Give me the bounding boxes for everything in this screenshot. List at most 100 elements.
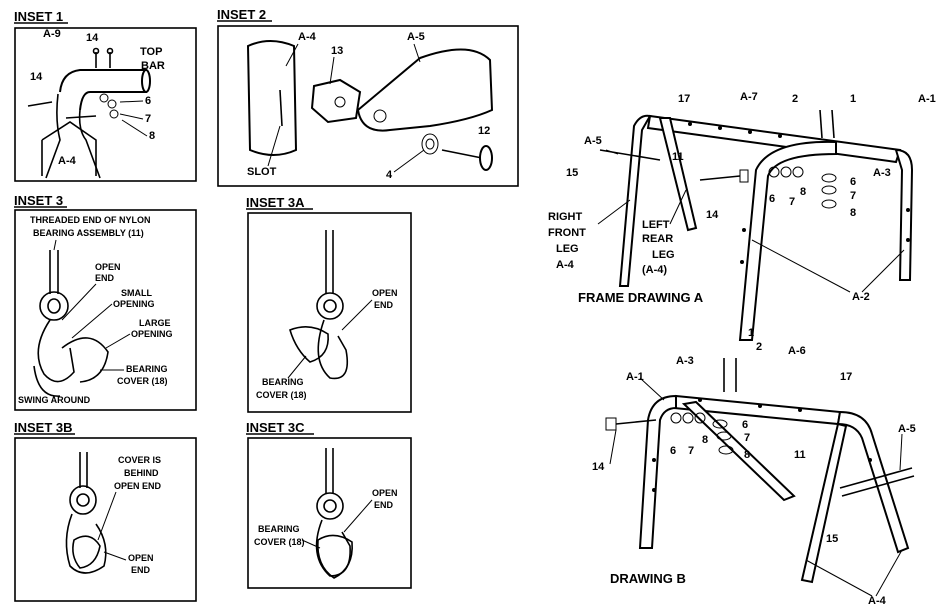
- inset-3b: INSET 3B COVER IS BEHIND OPEN END OPEN E…: [14, 420, 197, 602]
- inset-1-title: INSET 1: [14, 9, 63, 24]
- label-7: 7: [744, 432, 750, 444]
- label-leg: LEG: [652, 249, 675, 261]
- top-bar-pipe: [59, 69, 147, 111]
- inset-3-frame: [14, 209, 197, 411]
- label-6: 6: [742, 419, 748, 431]
- label-8: 8: [744, 449, 750, 461]
- inset-3-title: INSET 3: [14, 193, 63, 208]
- frame-drawing-a: 17 A-7 2 1 A-1 A-5 15 11 14 6 7 8 A-3 6 …: [548, 91, 936, 341]
- label-1: 1: [748, 327, 754, 339]
- label-opening: OPENING: [131, 329, 173, 339]
- drawing-b-title: DRAWING B: [610, 571, 686, 586]
- label-7: 7: [688, 445, 694, 457]
- label-bar: BAR: [141, 60, 165, 72]
- label-left: LEFT: [642, 219, 670, 231]
- frame-drawing-a-title: FRAME DRAWING A: [578, 290, 704, 305]
- label-bearing: BEARING: [258, 524, 300, 534]
- inset-2: INSET 2 A-4 13 A-5 12 4 SLOT: [217, 7, 519, 187]
- label-rear: REAR: [642, 233, 673, 245]
- label-front: FRONT: [548, 227, 586, 239]
- label-open: OPEN: [372, 488, 398, 498]
- label-14: 14: [592, 461, 605, 473]
- inset-2-title: INSET 2: [217, 7, 266, 22]
- inset-3b-frame: [14, 437, 197, 602]
- label-11: 11: [794, 449, 806, 461]
- label-6: 6: [145, 95, 151, 107]
- label-bearing-assembly: BEARING ASSEMBLY (11): [33, 228, 144, 238]
- label-6: 6: [850, 176, 856, 188]
- label-6: 6: [670, 445, 676, 457]
- label-a5: A-5: [898, 423, 916, 435]
- label-leg: LEG: [556, 243, 579, 255]
- label-a4: A-4: [298, 31, 317, 43]
- label-top: TOP: [140, 46, 162, 58]
- label-a4: (A-4): [642, 264, 667, 276]
- label-14: 14: [30, 71, 43, 83]
- label-a7: A-7: [740, 91, 758, 103]
- label-end: END: [374, 300, 394, 310]
- label-15: 15: [826, 533, 838, 545]
- label-a6: A-6: [788, 345, 806, 357]
- inset-3a: INSET 3A OPEN END BEARING COVER (18): [246, 195, 412, 413]
- label-a5: A-5: [584, 135, 602, 147]
- label-a9: A-9: [43, 28, 61, 40]
- label-8: 8: [702, 434, 708, 446]
- label-behind: BEHIND: [124, 468, 159, 478]
- label-4: 4: [386, 169, 393, 181]
- label-a2: A-2: [852, 291, 870, 303]
- inset-3c-title: INSET 3C: [246, 420, 305, 435]
- label-a3: A-3: [873, 167, 891, 179]
- label-2: 2: [792, 93, 798, 105]
- label-a3: A-3: [676, 355, 694, 367]
- label-6: 6: [769, 193, 775, 205]
- label-bearing: BEARING: [262, 377, 304, 387]
- label-cover-18: COVER (18): [117, 376, 168, 386]
- label-7: 7: [850, 190, 856, 202]
- label-11: 11: [672, 151, 684, 163]
- pipe-holes: [688, 122, 910, 264]
- label-right: RIGHT: [548, 211, 583, 223]
- label-8: 8: [800, 186, 806, 198]
- drawing-b: 1 2 A-3 A-6 A-1 17 6 7 8 6 7 8 14 11 A-5…: [592, 327, 916, 607]
- label-14: 14: [706, 209, 719, 221]
- label-bearing: BEARING: [126, 364, 168, 374]
- inset-1-frame: [14, 27, 197, 182]
- label-small: SMALL: [121, 288, 152, 298]
- inset-3c-frame: [247, 437, 412, 589]
- label-slot: SLOT: [247, 166, 277, 178]
- label-7: 7: [145, 113, 151, 125]
- label-15: 15: [566, 167, 578, 179]
- label-open-end: OPEN END: [114, 481, 162, 491]
- label-end: END: [131, 565, 151, 575]
- label-open: OPEN: [95, 262, 121, 272]
- label-open: OPEN: [128, 553, 154, 563]
- label-a4: A-4: [58, 155, 77, 167]
- label-12: 12: [478, 125, 490, 137]
- label-8: 8: [850, 207, 856, 219]
- label-a5: A-5: [407, 31, 425, 43]
- label-7: 7: [789, 196, 795, 208]
- label-2: 2: [756, 341, 762, 353]
- inset-1: INSET 1 A-9 14 14 TOP BAR 6 7 8 A-4: [14, 9, 197, 182]
- label-14: 14: [86, 32, 99, 44]
- label-threaded-end: THREADED END OF NYLON: [30, 215, 151, 225]
- label-17: 17: [678, 93, 690, 105]
- label-a1: A-1: [626, 371, 644, 383]
- inset-3: INSET 3 THREADED END OF NYLON BEARING AS…: [14, 193, 197, 411]
- label-cover-is: COVER IS: [118, 455, 161, 465]
- inset-3b-title: INSET 3B: [14, 420, 73, 435]
- label-a4: A-4: [556, 259, 575, 271]
- label-cover-18: COVER (18): [256, 390, 307, 400]
- label-1: 1: [850, 93, 856, 105]
- label-13: 13: [331, 45, 343, 57]
- label-a4: A-4: [868, 595, 887, 607]
- label-swing-around: SWING AROUND: [18, 395, 91, 405]
- label-end: END: [374, 500, 394, 510]
- label-cover-18: COVER (18): [254, 537, 305, 547]
- inset-3a-frame: [247, 212, 412, 413]
- label-open: OPEN: [372, 288, 398, 298]
- label-a1: A-1: [918, 93, 936, 105]
- label-opening: OPENING: [113, 299, 155, 309]
- inset-3c: INSET 3C OPEN END BEARING COVER (18): [246, 420, 412, 589]
